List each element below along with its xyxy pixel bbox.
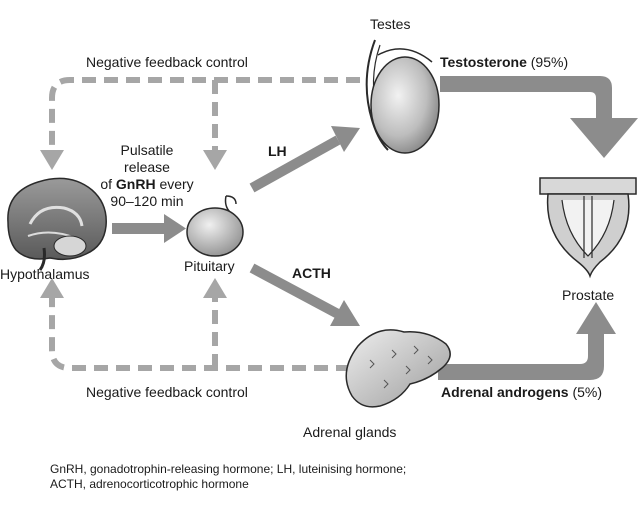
testosterone-percent: (95%) [526, 54, 569, 70]
testosterone-label: Testosterone (95%) [440, 54, 568, 71]
testes-label: Testes [370, 16, 411, 32]
footnote-line-2: ACTH, adrenocorticotrophic hormone [50, 477, 249, 491]
feedback-bottom-arrowheads [40, 278, 227, 298]
gnrh-line-1: Pulsatile [120, 142, 174, 158]
lh-label: LH [268, 143, 287, 159]
adrenal-glands-illustration [345, 329, 451, 408]
gnrh-release-label: Pulsatile release of GnRH every 90–120 m… [92, 142, 202, 210]
adrenal-androgens-percent: (5%) [568, 384, 603, 400]
gnrh-line-3: of GnRH every [100, 176, 194, 192]
adrenal-androgens-name: Adrenal androgens [441, 384, 569, 400]
gnrh-line-4: 90–120 min [110, 193, 184, 209]
footnote-line-1: GnRH, gonadotrophin-releasing hormone; L… [50, 462, 407, 476]
adrenal-androgens-label: Adrenal androgens (5%) [441, 384, 602, 401]
negative-feedback-top-label: Negative feedback control [86, 54, 248, 70]
testosterone-arrow [440, 76, 638, 158]
testosterone-name: Testosterone [440, 54, 527, 70]
feedback-top-loop [49, 77, 360, 150]
hypothalamus-brain-illustration [7, 177, 107, 271]
hypothalamus-label: Hypothalamus [0, 266, 90, 282]
prostate-illustration [539, 177, 637, 279]
lh-arrow [249, 126, 360, 193]
adrenal-glands-label: Adrenal glands [303, 424, 397, 440]
pituitary-label: Pituitary [184, 258, 235, 274]
feedback-bottom-loop [49, 298, 350, 371]
negative-feedback-bottom-label: Negative feedback control [86, 384, 248, 400]
prostate-label: Prostate [562, 287, 615, 303]
pituitary-illustration [186, 195, 244, 257]
gnrh-line-2: release [124, 159, 170, 175]
adrenal-androgens-arrow [438, 302, 616, 380]
abbreviations-footnote: GnRH, gonadotrophin-releasing hormone; L… [50, 462, 406, 492]
gnrh-arrow [112, 214, 186, 243]
acth-label: ACTH [292, 265, 331, 281]
feedback-top-arrowheads [40, 150, 227, 170]
gnrh-bold: GnRH [115, 176, 156, 192]
acth-arrow [249, 263, 360, 326]
testes-illustration [365, 39, 440, 154]
